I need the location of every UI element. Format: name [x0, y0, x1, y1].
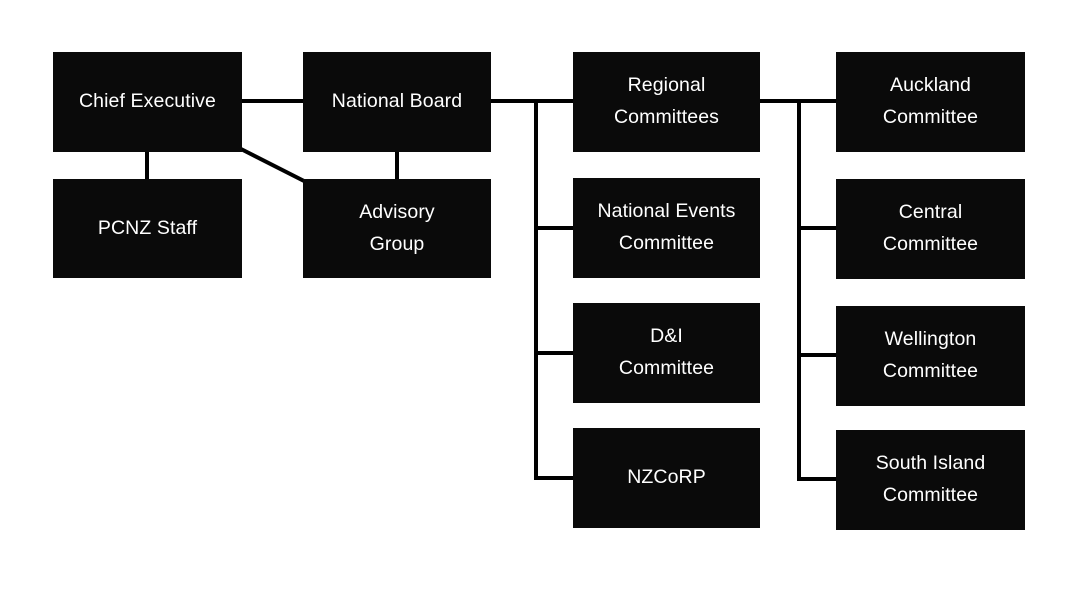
node-di-committee[interactable]: D&I Committee — [573, 303, 760, 403]
connector-board-to-advisory — [395, 150, 399, 181]
node-national-board[interactable]: National Board — [303, 52, 491, 152]
node-wellington-committee[interactable]: Wellington Committee — [836, 306, 1025, 406]
node-label-south-island-committee: South Island Committee — [875, 452, 986, 506]
node-regional-committees[interactable]: Regional Committees — [573, 52, 760, 152]
node-label-advisory-group: Advisory Group — [359, 200, 435, 255]
connector-middle-spine — [534, 99, 538, 480]
connector-ce-to-board — [241, 99, 304, 103]
node-label-central-committee: Central Committee — [882, 201, 979, 255]
node-label-national-board: National Board — [331, 90, 463, 113]
node-central-committee[interactable]: Central Committee — [836, 179, 1025, 279]
node-auckland-committee[interactable]: Auckland Committee — [836, 52, 1025, 152]
connector-spine-to-events — [534, 226, 575, 230]
connector-board-to-trunk — [489, 99, 575, 103]
connector-spine-to-di — [534, 351, 575, 355]
node-label-regional-committees: Regional Committees — [613, 74, 720, 128]
node-pcnz-staff[interactable]: PCNZ Staff — [53, 179, 242, 278]
connector-spine-to-south-island — [797, 477, 838, 481]
connector-spine-to-central — [797, 226, 838, 230]
node-label-di-committee: D&I Committee — [618, 325, 715, 379]
node-advisory-group[interactable]: Advisory Group — [303, 179, 491, 278]
connector-ce-to-pcnz — [145, 150, 149, 181]
connector-spine-to-wellington — [797, 353, 838, 357]
node-label-nzcorp: NZCoRP — [627, 466, 706, 489]
node-label-chief-executive: Chief Executive — [79, 90, 216, 113]
connector-right-spine — [797, 99, 801, 481]
connector-spine-to-nzcorp — [534, 476, 575, 480]
node-label-wellington-committee: Wellington Committee — [882, 328, 979, 382]
node-label-pcnz-staff: PCNZ Staff — [97, 216, 198, 239]
node-chief-executive[interactable]: Chief Executive — [53, 52, 242, 152]
node-nzcorp[interactable]: NZCoRP — [573, 428, 760, 528]
node-label-auckland-committee: Auckland Committee — [882, 74, 979, 128]
node-national-events[interactable]: National Events Committee — [573, 178, 760, 278]
node-label-national-events: National Events Committee — [597, 200, 736, 254]
node-south-island-committee[interactable]: South Island Committee — [836, 430, 1025, 530]
